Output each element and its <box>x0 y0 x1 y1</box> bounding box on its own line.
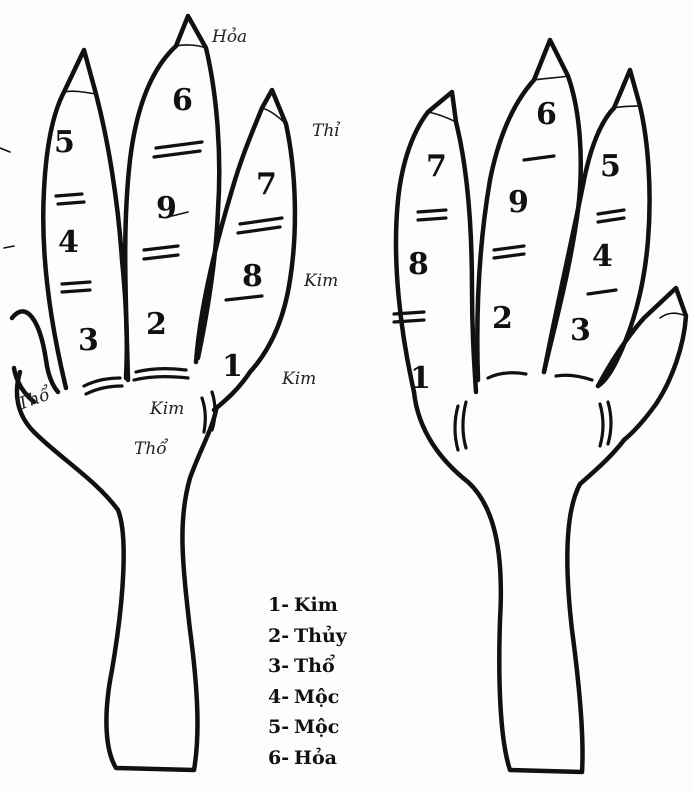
left-hand-annotation: Kim <box>281 369 316 389</box>
left-hand-segment-label: 1 <box>222 349 243 384</box>
right-hand-segment-label: 8 <box>408 247 429 282</box>
left-hand-annotation: Thổ <box>134 439 168 459</box>
right-hand-finger-left <box>396 92 476 392</box>
legend-element: Thủy <box>294 621 347 651</box>
legend-number: 4- <box>268 682 294 712</box>
left-hand-segment-label: 6 <box>172 83 193 118</box>
legend-item: 1-Kim <box>268 590 347 621</box>
right-hand-segment-label: 1 <box>410 361 431 396</box>
legend-number: 1- <box>268 590 294 620</box>
legend-item: 5-Mộc <box>268 712 347 743</box>
legend-number: 5- <box>268 712 294 742</box>
left-hand-crease <box>84 378 122 394</box>
legend-number: 2- <box>268 621 294 651</box>
right-hand-segment-label: 7 <box>426 149 447 184</box>
legend-element: Mộc <box>294 682 339 712</box>
right-hand-crease <box>588 290 616 294</box>
left-hand-segment-label: 5 <box>54 125 75 160</box>
right-hand-crease <box>556 375 592 380</box>
left-hand-segment-label: 8 <box>242 259 263 294</box>
left-hand-crease <box>144 246 178 259</box>
right-hand: 7 8 1 6 9 2 5 4 3 <box>394 40 686 772</box>
left-hand-crease <box>56 194 84 204</box>
legend-item: 3-Thổ <box>268 651 347 682</box>
right-hand-nail-middle <box>534 76 568 80</box>
right-hand-crease <box>524 156 554 160</box>
right-hand-crease <box>598 210 624 222</box>
legend-item: 6-Hỏa <box>268 743 347 774</box>
left-hand-annotation: Kim <box>149 399 184 419</box>
left-hand-nail-middle <box>176 45 206 48</box>
left-hand-segment-label: 3 <box>78 323 99 358</box>
right-hand-nail-thumb <box>660 313 686 318</box>
right-hand-crease <box>488 373 526 378</box>
right-hand-crease <box>600 402 611 446</box>
left-hand-finger-right <box>196 90 295 410</box>
left-hand-annotation: Kim <box>303 271 338 291</box>
right-hand-segment-label: 9 <box>508 185 529 220</box>
legend: 1-Kim 2-Thủy 3-Thổ 4-Mộc 5-Mộc 6-Hỏa <box>268 590 347 773</box>
left-hand-segment-label: 2 <box>146 307 167 342</box>
legend-element: Hỏa <box>294 743 337 773</box>
left-hand-annotation: Hỏa <box>211 27 247 47</box>
right-hand-finger-right <box>544 70 650 386</box>
left-hand-palm-stem <box>17 372 216 770</box>
right-hand-nail-right <box>614 106 640 108</box>
left-hand-crease <box>134 369 188 380</box>
legend-item: 2-Thủy <box>268 621 347 652</box>
left-hand-crease <box>62 282 90 292</box>
legend-element: Kim <box>294 590 338 620</box>
legend-number: 3- <box>268 651 294 681</box>
right-hand-segment-label: 6 <box>536 97 557 132</box>
right-hand-segment-label: 4 <box>592 239 613 274</box>
legend-item: 4-Mộc <box>268 682 347 713</box>
right-hand-segment-label: 2 <box>492 301 513 336</box>
left-hand-crease <box>226 296 262 300</box>
right-hand-nail-left <box>428 112 456 122</box>
left-hand-segment-label: 7 <box>256 167 277 202</box>
right-hand-crease <box>494 246 524 258</box>
right-hand-palm-stem <box>414 392 624 772</box>
legend-number: 6- <box>268 743 294 773</box>
left-hand-annotation: Thỉ <box>312 121 340 141</box>
legend-element: Mộc <box>294 712 339 742</box>
left-hand-segment-label: 4 <box>58 225 79 260</box>
right-hand-segment-label: 5 <box>600 149 621 184</box>
left-hand-crease <box>154 142 202 157</box>
left-hand-segment-label: 9 <box>156 191 177 226</box>
legend-element: Thổ <box>294 651 335 681</box>
left-hand-crease <box>238 218 282 233</box>
left-hand-nail-left <box>64 91 96 94</box>
right-hand-crease <box>418 210 446 220</box>
right-hand-segment-label: 3 <box>570 313 591 348</box>
right-hand-crease <box>455 402 466 450</box>
